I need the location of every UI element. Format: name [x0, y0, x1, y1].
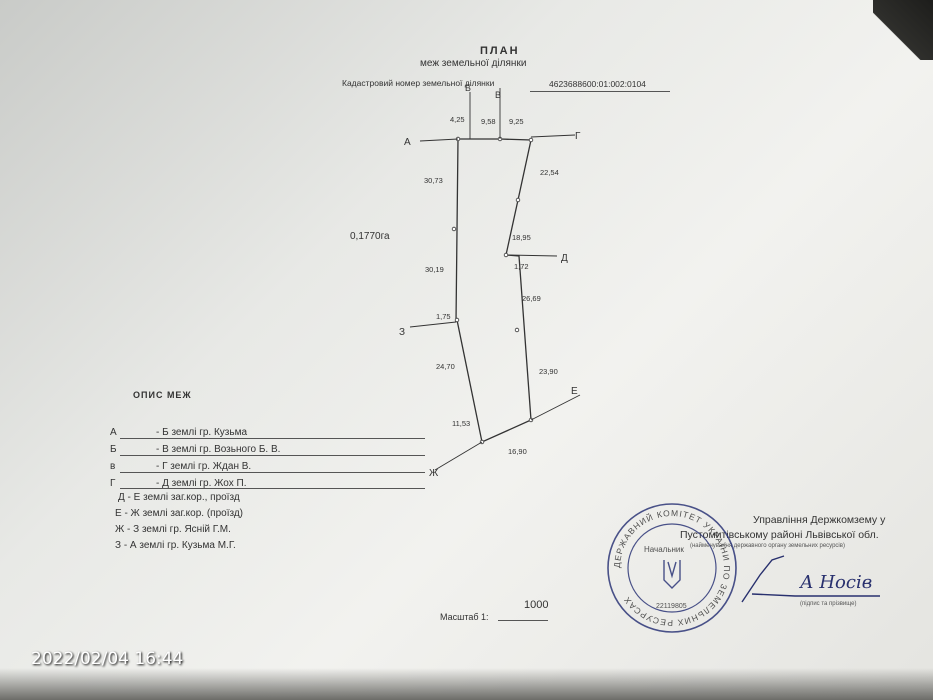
legend-row: Г - Д землі гр. Жох П. — [110, 478, 246, 489]
point-label-g: Г — [575, 131, 581, 142]
legend-row-text: Е - Ж землі заг.кор. (проїзд) — [115, 508, 244, 519]
stamp-head-label: Начальник — [644, 545, 684, 554]
legend-row: Б - В землі гр. Возьного Б. В. — [110, 444, 280, 455]
legend-row: Д - Е землі заг.кор., проїзд — [118, 492, 240, 503]
measure-side-3: 18,95 — [512, 233, 531, 242]
document-subtitle: меж земельної ділянки — [420, 58, 527, 69]
legend-row-text: - В землі гр. Возьного Б. В. — [156, 444, 281, 455]
authority-line-2: Пустомитівському районі Львівської обл. — [680, 529, 879, 541]
measure-side-8: 24,70 — [436, 362, 455, 371]
point-label-a: А — [404, 137, 411, 148]
scale-label: Масштаб 1: — [440, 612, 489, 622]
legend-row: А - Б землі гр. Кузьма — [110, 427, 247, 438]
scale-underline — [498, 620, 548, 621]
point-label-zh: Ж — [429, 468, 439, 479]
authority-line-1: Управління Держкомзему у — [753, 514, 886, 526]
measure-side-7: 26,69 — [522, 294, 541, 303]
cadastral-label: Кадастровий номер земельної ділянки — [342, 78, 495, 88]
stamp-text: ДЕРЖАВНИЙ КОМІТЕТ УКРАЇНИ ПО ЗЕМЕЛЬНИХ Р… — [612, 508, 731, 628]
measure-side-11: 16,90 — [508, 447, 527, 456]
document-title: ПЛАН — [480, 45, 520, 57]
authority-note: (найменування державного органу земельни… — [690, 543, 845, 549]
camera-timestamp: 2022/02/04 16:44 — [31, 649, 184, 669]
legend-row: в - Г землі гр. Ждан В. — [110, 461, 251, 472]
measure-side-9: 23,90 — [539, 367, 558, 376]
point-label-b: Б — [465, 83, 471, 93]
direction-line-e — [530, 394, 581, 421]
direction-line-zh — [434, 441, 483, 471]
legend-row-key: Г — [110, 478, 116, 489]
legend-row: Ж - З землі гр. Ясній Г.М. — [115, 524, 231, 535]
point-label-e: Е — [571, 386, 578, 397]
legend-row: З - А землі гр. Кузьма М.Г. — [115, 540, 236, 551]
legend-row-text: - Д землі гр. Жох П. — [156, 478, 247, 489]
point-label-z: З — [399, 327, 405, 338]
plot-area: 0,1770га — [350, 231, 390, 242]
direction-line-d — [507, 254, 558, 257]
measure-side-4: 1,72 — [514, 262, 529, 271]
background-bottom — [0, 668, 933, 700]
legend-row-line — [120, 455, 425, 456]
legend-row-text: - Г землі гр. Ждан В. — [156, 461, 252, 472]
legend-row-text: Д - Е землі заг.кор., проїзд — [118, 492, 240, 503]
trident-icon — [663, 560, 681, 589]
scale-value: 1000 — [524, 599, 549, 611]
stamp-code: 22119805 — [656, 603, 687, 610]
legend-row-key: А — [110, 427, 117, 438]
point-label-d: Д — [561, 253, 568, 264]
legend-row-key: Б — [110, 444, 117, 455]
legend-row-text: З - А землі гр. Кузьма М.Г. — [115, 540, 236, 551]
direction-line-a — [419, 138, 459, 142]
legend-row-text: Ж - З землі гр. Ясній Г.М. — [115, 524, 231, 535]
direction-line-z — [409, 321, 457, 328]
legend-row-text: - Б землі гр. Кузьма — [156, 427, 248, 438]
measure-side-10: 11,53 — [452, 419, 470, 428]
legend-row-line — [120, 488, 425, 489]
measure-side-6: 1,75 — [436, 312, 451, 321]
measure-side-5: 30,19 — [425, 265, 444, 274]
legend-row-line — [120, 438, 425, 439]
measure-side-1: 30,73 — [424, 176, 443, 185]
signature-note: (підпис та прізвище) — [800, 601, 857, 607]
cadastral-number: 4623688600:01:002:0104 — [549, 79, 646, 89]
official-stamp: ДЕРЖАВНИЙ КОМІТЕТ УКРАЇНИ ПО ЗЕМЕЛЬНИХ Р… — [607, 503, 737, 633]
point-label-v: В — [495, 90, 501, 100]
measure-top-1: 4,25 — [450, 115, 465, 124]
svg-text:ДЕРЖАВНИЙ КОМІТЕТ УКРАЇНИ ПО З: ДЕРЖАВНИЙ КОМІТЕТ УКРАЇНИ ПО ЗЕМЕЛЬНИХ Р… — [612, 508, 732, 628]
background-corner — [873, 0, 933, 60]
measure-side-2: 22,54 — [540, 168, 559, 177]
cadastral-underline — [530, 91, 670, 92]
measure-top-2: 9,58 — [481, 117, 496, 126]
measure-top-3: 9,25 — [509, 117, 524, 126]
legend-row: Е - Ж землі заг.кор. (проїзд) — [115, 508, 243, 519]
direction-line-g — [530, 134, 576, 138]
legend-row-line — [120, 472, 425, 473]
legend-row-key: в — [110, 461, 116, 472]
signature: А Носів — [800, 572, 873, 593]
legend-title: ОПИС МЕЖ — [133, 390, 192, 400]
